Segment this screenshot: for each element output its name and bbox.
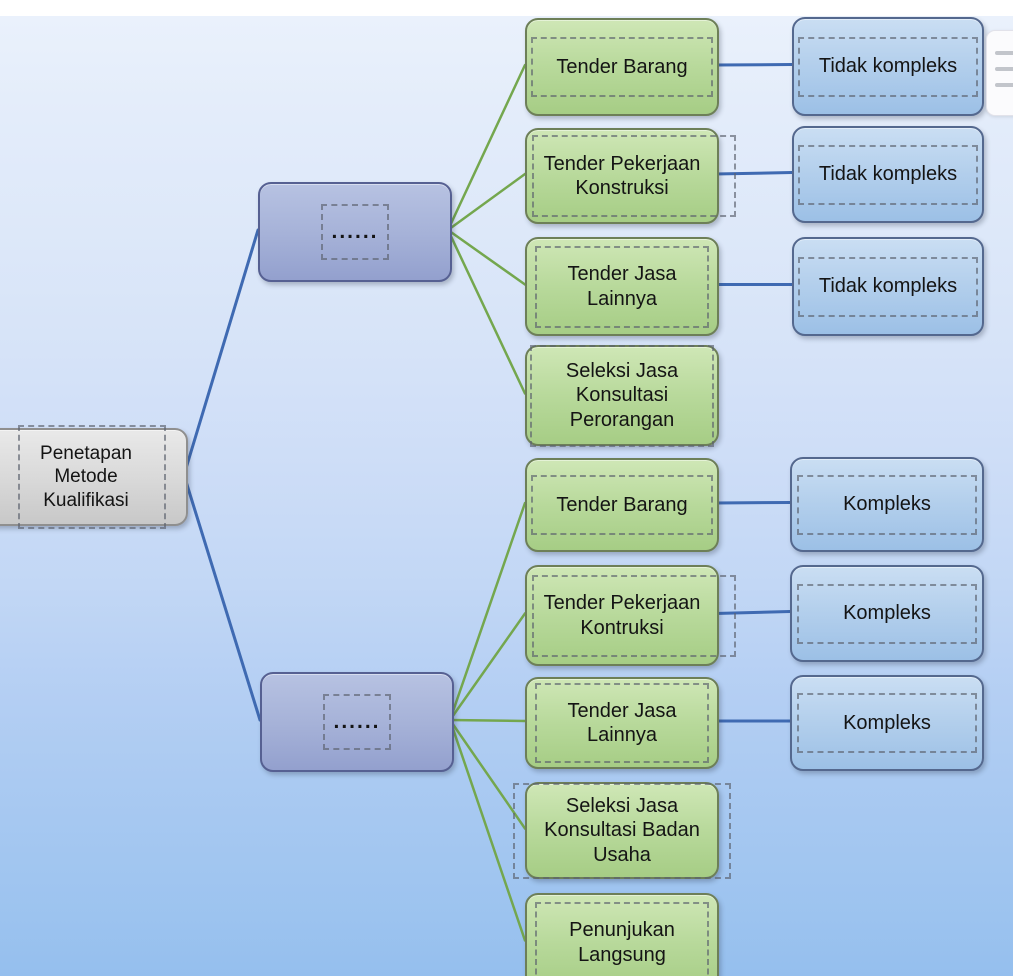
node-label: Tender Jasa Lainnya [567,263,677,310]
node-seleksi-jasa-konsultasi-badan-usaha[interactable]: Seleksi Jasa Konsultasi Badan Usaha [513,782,731,879]
edge-g2-m5 [448,501,527,722]
edge-root-g1 [182,228,260,477]
node-label: Kompleks [843,602,931,625]
node-kompleks-3[interactable]: Kompleks [790,675,984,771]
floating-panel-button[interactable] [986,30,1013,116]
node-label: Tidak kompleks [818,275,958,298]
node-label: Seleksi Jasa Konsultasi Perorangan [565,359,679,431]
node-tender-barang-2[interactable]: Tender Barang [525,458,719,552]
node-tidak-kompleks-3[interactable]: Tidak kompleks [792,237,984,336]
node-kompleks-2[interactable]: Kompleks [790,565,984,662]
node-label: ...... [331,220,379,244]
node-label: Kompleks [843,711,931,734]
edge-m2-c2 [713,171,794,176]
node-label: Tender Pekerjaan Kontruksi [543,592,701,639]
node-label: Tidak kompleks [818,163,958,186]
node-tender-pekerjaan-kontruksi[interactable]: Tender Pekerjaan Kontruksi [525,565,736,666]
edge-g1-m1 [446,63,527,232]
node-branch[interactable]: ...... [258,182,452,282]
edge-m5-c4 [713,501,792,505]
edge-g2-m7 [448,718,527,723]
top-white-strip [0,0,1013,16]
node-label: Penunjukan Langsung [569,919,675,966]
menu-lines-icon [995,51,1013,55]
node-label: Seleksi Jasa Konsultasi Badan Usaha [544,794,700,866]
node-label: Tender Barang [556,493,688,516]
edge-g1-m4 [446,228,527,395]
node-tidak-kompleks[interactable]: Tidak kompleks [792,17,984,116]
edge-g2-m8 [448,718,527,830]
node-label: Tender Pekerjaan Konstruksi [543,152,701,199]
node-penunjukan-langsung[interactable]: Penunjukan Langsung [525,893,719,976]
node-label: Tender Jasa Lainnya [567,699,677,746]
node-label: Penetapan Metode Kualifikasi [40,443,132,511]
edge-m1-c1 [713,63,794,67]
node-tender-barang[interactable]: Tender Barang [525,18,719,116]
node-tender-pekerjaan-konstruksi[interactable]: Tender Pekerjaan Konstruksi [525,128,736,224]
node-seleksi-jasa-konsultasi-perorangan[interactable]: Seleksi Jasa Konsultasi Perorangan [525,344,719,447]
menu-lines-icon [995,67,1013,71]
edge-g1-m3 [446,228,527,286]
node-label: Tidak kompleks [818,55,958,78]
edge-g2-m9 [448,718,527,942]
node-label: Tender Barang [556,55,688,78]
node-branch-2[interactable]: ...... [260,672,454,772]
edge-m6-c5 [713,610,792,615]
node-kompleks[interactable]: Kompleks [790,457,984,552]
menu-lines-icon [995,83,1013,87]
node-label: Kompleks [843,493,931,516]
node-tidak-kompleks-2[interactable]: Tidak kompleks [792,126,984,223]
node-tender-jasa-lainnya-2[interactable]: Tender Jasa Lainnya [525,677,719,769]
node-penetapan-metode-kualifikasi[interactable]: Penetapan Metode Kualifikasi [0,425,188,529]
edge-root-g2 [182,473,262,722]
edge-g1-m2 [446,172,527,232]
node-tender-jasa-lainnya[interactable]: Tender Jasa Lainnya [525,237,719,336]
edge-g2-m6 [448,612,527,722]
node-label: ...... [333,710,381,734]
